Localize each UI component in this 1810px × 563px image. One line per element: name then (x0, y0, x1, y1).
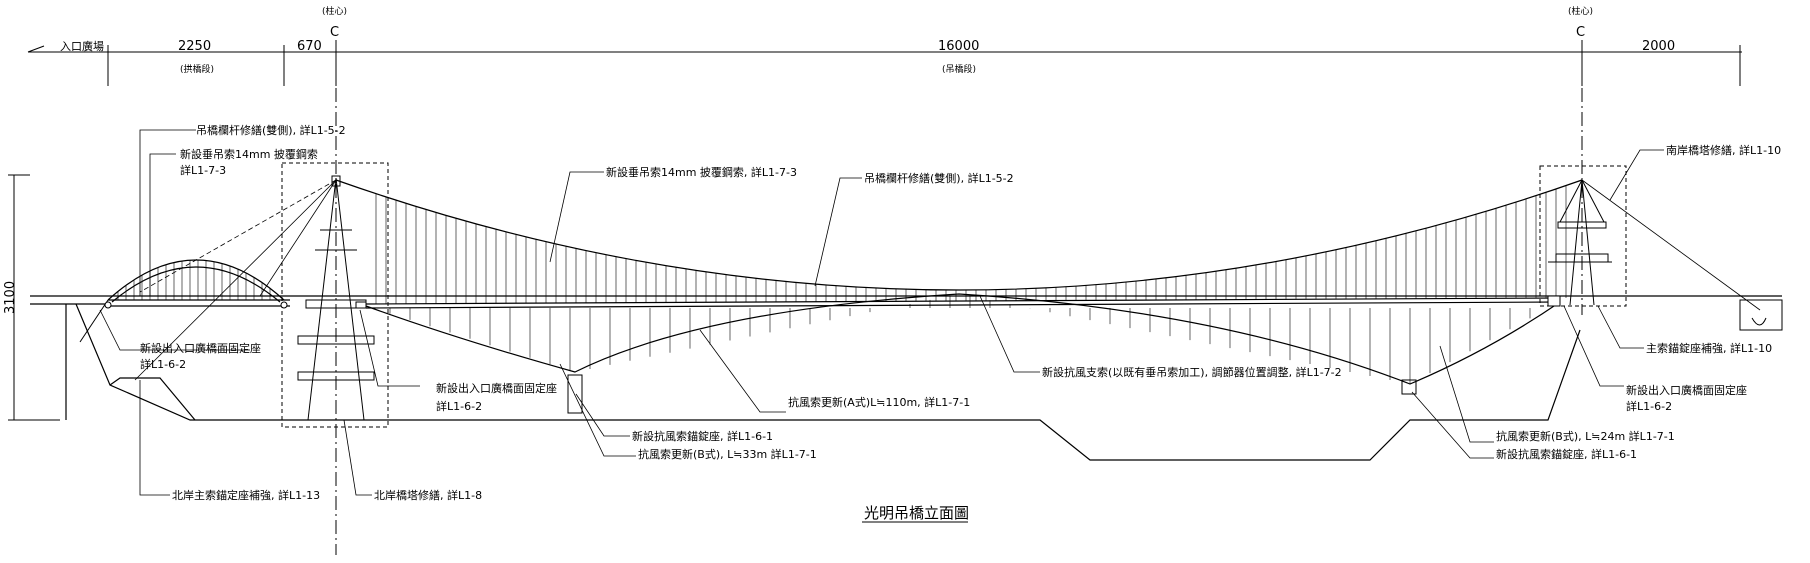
suspension-hangers (375, 185, 1567, 304)
south-anchor-block (1739, 299, 1783, 331)
annotation-north-tower-repair: 北岸橋塔修繕, 詳L1-8 (374, 488, 482, 502)
annotation-deck-fixing-right-2: 詳L1-6-2 (1626, 399, 1672, 413)
tower-centerlines (335, 40, 1583, 555)
annotation-deck-fixing-tower-1: 新設出入口廣橋面固定座 (436, 381, 557, 395)
dimension-chain (27, 45, 1742, 86)
annotation-deck-fixing-left-1: 新設出入口廣橋面固定座 (140, 341, 261, 355)
annotation-wind-anchor-left: 新設抗風索錨錠座, 詳L1-6-1 (632, 429, 773, 443)
annotation-wind-cable-b-right: 抗風索更新(B式), L≒24m 詳L1-7-1 (1496, 429, 1675, 443)
annotation-wind-cable-a: 抗風索更新(A式)L≒110m, 詳L1-7-1 (788, 395, 970, 409)
annotation-south-anchor: 主索錨錠座補強, 詳L1-10 (1646, 341, 1772, 355)
centerline-symbol-right: C (1576, 25, 1585, 40)
entrance-plaza-label: 入口廣場 (60, 39, 104, 53)
north-backstays (134, 179, 337, 381)
suspension-system (335, 179, 1583, 385)
annotation-wind-stay: 新設抗風支索(以既有垂吊索加工), 調節器位置調整, 詳L1-7-2 (1042, 365, 1342, 379)
annotation-wind-anchor-right: 新設抗風索錨錠座, 詳L1-6-1 (1496, 447, 1637, 461)
annotation-hanger-cable-main: 新設垂吊索14mm 披覆鋼索, 詳L1-7-3 (606, 165, 797, 179)
annotation-deck-fixing-left-2: 詳L1-6-2 (140, 357, 186, 371)
height-dimension (8, 174, 60, 421)
wind-anchor-blocks (567, 374, 1417, 414)
annotation-deck-fixing-right-1: 新設出入口廣橋面固定座 (1626, 383, 1747, 397)
tower-center-mark-right: (柱心) (1568, 5, 1593, 17)
deck-fixtures (104, 295, 1561, 309)
dimension-670: 670 (297, 39, 322, 54)
annotation-north-anchor: 北岸主索錨定座補強, 詳L1-13 (172, 488, 320, 502)
south-tower (1539, 165, 1627, 307)
annotation-railing-repair-main: 吊橋欄杆修繕(雙側), 詳L1-5-2 (864, 171, 1014, 185)
dimension-16000: 16000 (938, 39, 979, 54)
annotation-deck-fixing-tower-2: 詳L1-6-2 (436, 399, 482, 413)
suspension-section-label: (吊橋段) (942, 63, 976, 75)
north-tower (281, 162, 389, 428)
height-dimension-3100: 3100 (3, 281, 18, 314)
annotation-wind-cable-b-left: 抗風索更新(B式), L≒33m 詳L1-7-1 (638, 447, 817, 461)
centerline-symbol-left: C (330, 25, 339, 40)
annotation-hanger-cable-left-2: 詳L1-7-3 (180, 163, 226, 177)
tower-center-mark-left: (柱心) (322, 5, 347, 17)
dimension-2250: 2250 (178, 39, 211, 54)
dimension-2000: 2000 (1642, 39, 1675, 54)
annotation-railing-repair-left: 吊橋欄杆修繕(雙側), 詳L1-5-2 (196, 123, 346, 137)
drawing-title: 光明吊橋立面圖 (864, 504, 969, 522)
leader-lines (99, 129, 1664, 496)
annotation-south-tower-repair: 南岸橋塔修繕, 詳L1-10 (1666, 143, 1781, 157)
wind-cable-ties (389, 295, 1531, 384)
arch-section-label: (拱橋段) (180, 63, 214, 75)
annotation-hanger-cable-left-1: 新設垂吊索14mm 披覆鋼索 (180, 147, 318, 161)
south-backstay (1581, 179, 1761, 311)
